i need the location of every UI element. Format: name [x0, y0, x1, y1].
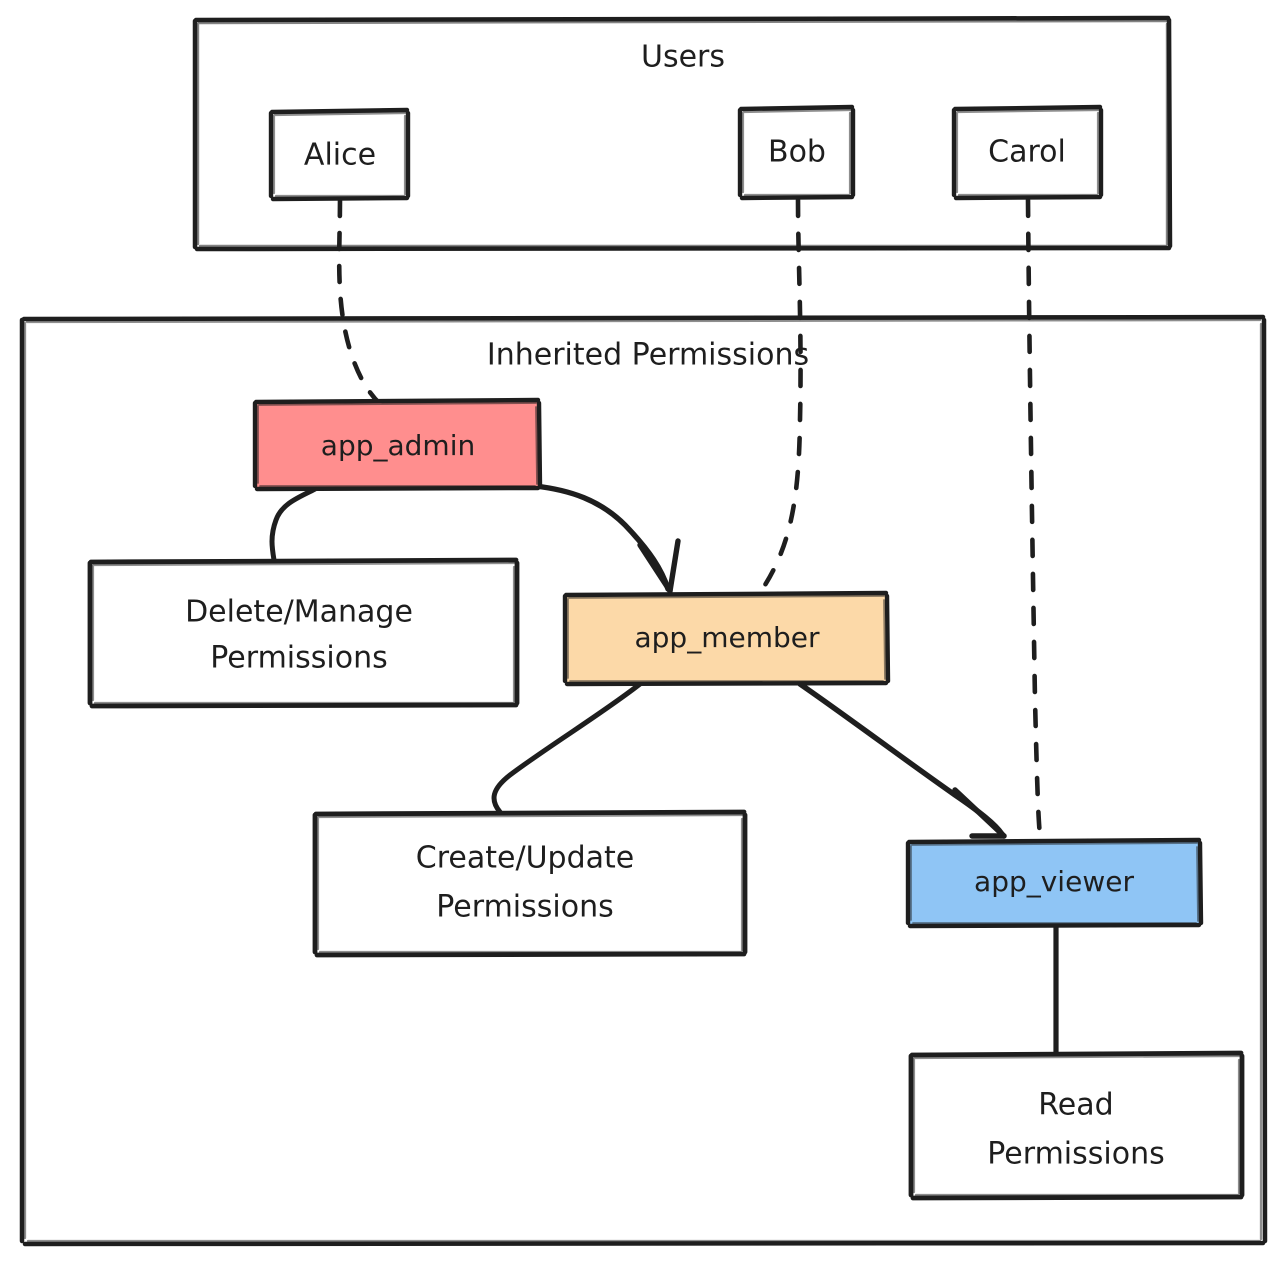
node-app-viewer[interactable]: app_viewer	[905, 837, 1204, 929]
users-container-title: Users	[641, 40, 725, 75]
app-member-label: app_member	[635, 621, 820, 654]
delete-manage-line2: Permissions	[210, 641, 387, 676]
edge-app-member-to-create-update	[491, 681, 643, 815]
container-users: Users	[192, 15, 1173, 252]
edge-carol-to-app-viewer	[1025, 197, 1043, 839]
app-viewer-label: app_viewer	[974, 865, 1134, 898]
edge-app-member-to-app-viewer	[797, 681, 1007, 839]
delete-manage-line1: Delete/Manage	[185, 595, 413, 630]
edge-bob-to-app-member	[762, 197, 803, 588]
app-admin-label: app_admin	[321, 429, 475, 462]
node-app-member[interactable]: app_member	[562, 590, 891, 687]
container-inherited-permissions: Inherited Permissions	[19, 314, 1268, 1247]
carol-label: Carol	[988, 135, 1066, 170]
node-bob[interactable]: Bob	[737, 104, 856, 201]
read-line1: Read	[1038, 1088, 1113, 1123]
node-delete-manage-permissions[interactable]: Delete/Manage Permissions	[87, 557, 520, 709]
node-read-permissions[interactable]: Read Permissions	[908, 1050, 1245, 1201]
node-app-admin[interactable]: app_admin	[252, 397, 543, 492]
create-update-line2: Permissions	[436, 890, 613, 925]
edge-app-admin-to-delete-manage	[269, 486, 318, 563]
node-carol[interactable]: Carol	[951, 104, 1104, 201]
edge-alice-to-app-admin	[336, 197, 383, 407]
inherited-permissions-container-title: Inherited Permissions	[487, 338, 809, 373]
read-line2: Permissions	[987, 1137, 1164, 1172]
alice-label: Alice	[304, 138, 376, 173]
node-alice[interactable]: Alice	[268, 107, 411, 202]
create-update-line1: Create/Update	[416, 841, 634, 876]
edge-app-admin-to-app-member	[532, 483, 681, 594]
bob-label: Bob	[768, 135, 826, 170]
node-create-update-permissions[interactable]: Create/Update Permissions	[312, 809, 748, 958]
